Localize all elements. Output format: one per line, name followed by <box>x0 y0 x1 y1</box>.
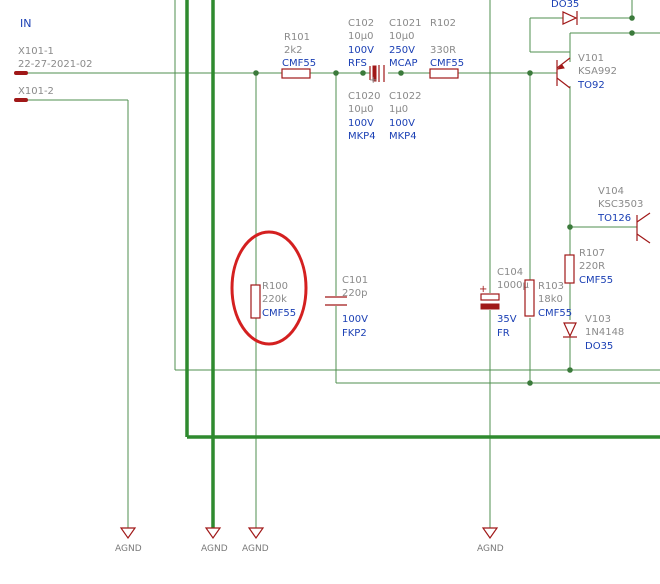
v103-type: DO35 <box>585 341 613 352</box>
r103-value: 18k0 <box>538 294 563 305</box>
v104-type: TO126 <box>597 213 631 224</box>
r100-ref: R100 <box>262 281 288 292</box>
c1021-value: 10μ0 <box>389 31 414 42</box>
c104-ref: C104 <box>497 267 523 278</box>
c1020-ref: C1020 <box>348 91 380 102</box>
r102-type: CMF55 <box>430 58 464 69</box>
c102-type: RFS <box>348 58 367 69</box>
c1022-type: MKP4 <box>389 131 417 142</box>
polarity-plus: + <box>369 75 377 86</box>
connector-ref: X101-2 <box>18 86 54 97</box>
ground-agnd-3: AGND <box>242 527 269 554</box>
transistor-v104: V104 KSC3503 TO126 <box>597 186 651 244</box>
c101-value: 220p <box>342 288 367 299</box>
r102-value: 330R <box>430 45 456 56</box>
r107-ref: R107 <box>579 248 605 259</box>
ground-label: AGND <box>201 544 228 554</box>
highlight-circle <box>230 230 308 346</box>
ground-label: AGND <box>477 544 504 554</box>
ground-symbols: AGND AGND AGND AGND <box>115 527 504 554</box>
c1022-value: 1μ0 <box>389 104 408 115</box>
connector-ref: X101-1 <box>18 46 54 57</box>
c104-polarity: + <box>479 284 487 295</box>
r100-type: CMF55 <box>262 308 296 319</box>
c101-ref: C101 <box>342 275 368 286</box>
capacitor-c1020: C1020 10μ0 100V MKP4 <box>348 91 380 142</box>
sheet-title: IN <box>20 17 31 30</box>
capacitor-c104: + C104 1000μ 35V FR <box>479 267 529 339</box>
ground-label: AGND <box>115 544 142 554</box>
resistor-r100: R100 220k CMF55 <box>250 281 296 319</box>
c1022-ref: C1022 <box>389 91 421 102</box>
c104-type: FR <box>497 328 510 339</box>
r107-type: CMF55 <box>579 275 613 286</box>
resistor-r102: R102 330R CMF55 <box>429 18 464 79</box>
c1020-voltage: 100V <box>348 118 374 129</box>
r102-ref: R102 <box>430 18 456 29</box>
v101-ref: V101 <box>578 53 604 64</box>
resistor-r103: R103 18k0 CMF55 <box>524 279 572 319</box>
c102-voltage: 100V <box>348 45 374 56</box>
connector-value: 22-27-2021-02 <box>18 59 92 70</box>
r100-value: 220k <box>262 294 287 305</box>
r101-ref: R101 <box>284 32 310 43</box>
connector-x101-2: X101-2 <box>14 86 54 102</box>
c101-voltage: 100V <box>342 314 368 325</box>
wires <box>24 0 660 528</box>
v103-ref: V103 <box>585 314 611 325</box>
diode-top-type: DO35 <box>551 0 579 10</box>
v104-ref: V104 <box>598 186 624 197</box>
v101-value: KSA992 <box>578 66 617 77</box>
r107-value: 220R <box>579 261 605 272</box>
r101-type: CMF55 <box>282 58 316 69</box>
v103-value: 1N4148 <box>585 327 624 338</box>
r103-type: CMF55 <box>538 308 572 319</box>
capacitor-bank: + <box>369 65 385 86</box>
ground-agnd-4: AGND <box>477 527 504 554</box>
c1021-ref: C1021 <box>389 18 421 29</box>
connector-x101-1: X101-1 22-27-2021-02 <box>14 46 92 75</box>
v104-value: KSC3503 <box>598 199 643 210</box>
capacitor-c1021: C1021 10μ0 250V MCAP <box>389 18 421 69</box>
v101-type: TO92 <box>577 80 605 91</box>
bus-lines <box>185 0 660 528</box>
c1021-voltage: 250V <box>389 45 415 56</box>
c1020-type: MKP4 <box>348 131 376 142</box>
r101-value: 2k2 <box>284 45 303 56</box>
capacitor-c1022: C1022 1μ0 100V MKP4 <box>389 91 421 142</box>
ground-agnd-1: AGND <box>115 527 142 554</box>
junctions <box>253 15 635 386</box>
c104-value: 1000μ <box>497 280 529 291</box>
diode-top: DO35 <box>551 0 579 25</box>
c102-value: 10μ0 <box>348 31 373 42</box>
capacitor-c101: C101 220p 100V FKP2 <box>325 275 368 339</box>
resistor-r107: R107 220R CMF55 <box>564 248 613 286</box>
c102-ref: C102 <box>348 18 374 29</box>
c101-type: FKP2 <box>342 328 367 339</box>
c104-voltage: 35V <box>497 314 517 325</box>
capacitor-c102: C102 10μ0 100V RFS <box>348 18 374 69</box>
r103-ref: R103 <box>538 281 564 292</box>
c1021-type: MCAP <box>389 58 417 69</box>
c1022-voltage: 100V <box>389 118 415 129</box>
transistor-v101: V101 KSA992 TO92 <box>556 53 617 91</box>
c1020-value: 10μ0 <box>348 104 373 115</box>
ground-label: AGND <box>242 544 269 554</box>
resistor-r101: R101 2k2 CMF55 <box>281 32 316 79</box>
diode-v103: V103 1N4148 DO35 <box>563 314 624 352</box>
ground-agnd-2: AGND <box>201 527 228 554</box>
